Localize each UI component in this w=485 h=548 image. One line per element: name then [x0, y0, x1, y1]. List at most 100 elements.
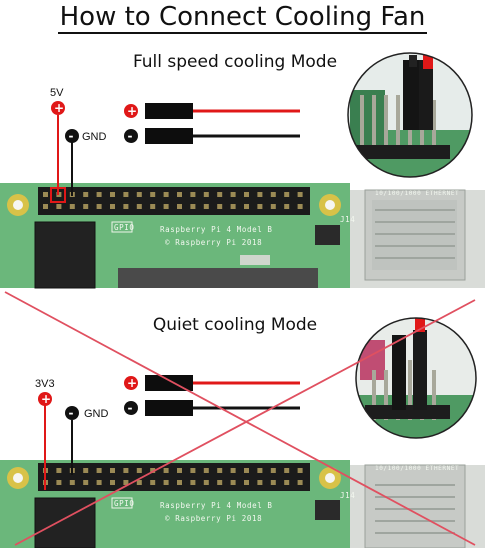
power-pin-5v-marker: 5V +: [50, 87, 65, 115]
board-tag-j14: J14: [340, 491, 355, 500]
gpio-pin: [163, 468, 169, 473]
minus-symbol: -: [69, 406, 74, 420]
jumper-wires-top: [50, 115, 73, 203]
gpio-pin: [284, 192, 290, 197]
gpio-pin: [56, 204, 62, 209]
minus-symbol: -: [128, 129, 133, 143]
gpio-pin: [244, 468, 249, 473]
gpio-silkscreen-label: GPIO: [114, 499, 134, 508]
power-pin-label: 5V: [50, 87, 64, 99]
gpio-pin: [177, 192, 182, 197]
board-copyright-label: © Raspberry Pi 2018: [165, 238, 262, 247]
gpio-pin: [230, 204, 236, 209]
plus-icon: [38, 392, 52, 406]
gpio-silkscreen-label: GPIO: [114, 223, 134, 232]
gpio-pin: [96, 468, 102, 473]
board-model-label: Raspberry Pi 4 Model B: [160, 501, 273, 510]
connector-closeup-photo-bottom: [355, 317, 477, 439]
gpio-pin: [244, 192, 249, 197]
minus-icon: [65, 406, 79, 420]
page-title: How to Connect Cooling Fan: [0, 2, 485, 34]
gpio-pin: [257, 468, 263, 473]
gpio-pin: [177, 468, 182, 473]
gpio-pin: [150, 204, 156, 209]
minus-icon: [65, 129, 79, 143]
gpio-pin: [270, 192, 276, 197]
gpio-pin: [110, 480, 115, 485]
gpio-pin: [110, 192, 115, 197]
fan-connector-legend-bottom: + -: [124, 375, 300, 416]
gpio-pin: [96, 192, 102, 197]
gpio-pin: [163, 204, 169, 209]
gpio-pin: [270, 480, 276, 485]
raspberry-pi-board-top: GPIO Raspberry Pi 4 Model B © Raspberry …: [0, 183, 485, 289]
raspberry-pi-board-bottom: GPIO Raspberry Pi 4 Model B © Raspberry …: [0, 460, 485, 548]
gpio-pin: [284, 468, 290, 473]
gpio-pin: [203, 192, 209, 197]
fan-connector-legend-top: + -: [124, 103, 300, 144]
plus-icon: [124, 376, 138, 390]
gpio-pin: [284, 480, 290, 485]
gpio-pin: [244, 204, 249, 209]
gpio-pin: [163, 192, 169, 197]
gpio-pin: [69, 204, 75, 209]
gpio-pin: [217, 480, 223, 485]
gpio-pin: [230, 468, 236, 473]
board-copyright-label: © Raspberry Pi 2018: [165, 514, 262, 523]
gpio-pin: [136, 480, 142, 485]
gpio-pin: [43, 192, 48, 197]
gpio-pin: [83, 192, 89, 197]
gpio-pin: [217, 192, 223, 197]
gpio-pin: [257, 204, 263, 209]
gpio-pin: [43, 204, 48, 209]
gpio-pin: [110, 204, 115, 209]
ground-pin-label: GND: [84, 408, 109, 420]
ground-pin-marker: - GND: [65, 129, 107, 143]
gpio-pin: [123, 192, 129, 197]
power-pin-3v3-marker: 3V3 +: [35, 378, 55, 406]
gpio-pin: [96, 204, 102, 209]
connector-closeup-photo-top: [347, 52, 473, 178]
gpio-pin: [203, 480, 209, 485]
board-tag-ethernet: 10/100/1000 ETHERNET: [375, 190, 459, 197]
gpio-pin: [123, 468, 129, 473]
gpio-pin: [177, 480, 182, 485]
plus-symbol: +: [127, 104, 137, 118]
wrong-method-cross-icon: [4, 291, 476, 546]
board-tag-j14: J14: [340, 215, 355, 224]
minus-symbol: -: [69, 129, 74, 143]
ground-pin-marker: - GND: [65, 406, 109, 420]
gpio-pin: [190, 204, 196, 209]
page-title-text: How to Connect Cooling Fan: [57, 2, 428, 34]
gpio-pin: [150, 468, 156, 473]
gpio-pin: [257, 192, 263, 197]
gpio-pin: [230, 480, 236, 485]
gpio-pin: [110, 468, 115, 473]
gpio-pin: [284, 204, 290, 209]
gpio-pin: [297, 192, 303, 197]
minus-icon: [124, 401, 138, 415]
gpio-pin: [163, 480, 169, 485]
gpio-pin: [136, 204, 142, 209]
gpio-pin: [150, 192, 156, 197]
plus-icon: [51, 101, 65, 115]
plus-symbol: +: [54, 101, 64, 115]
gpio-pin: [257, 480, 263, 485]
gpio-pin: [190, 480, 196, 485]
gpio-pin: [83, 468, 89, 473]
gpio-pin: [230, 192, 236, 197]
gpio-pin: [297, 480, 303, 485]
gpio-pin: [244, 480, 249, 485]
gpio-pin: [203, 468, 209, 473]
gpio-pin: [297, 468, 303, 473]
gpio-pin: [123, 480, 129, 485]
ground-pin-label: GND: [82, 131, 107, 143]
plus-symbol: +: [127, 376, 137, 390]
quiet-mode-label: Quiet cooling Mode: [152, 315, 318, 335]
gpio-pin: [83, 204, 89, 209]
board-tag-ethernet: 10/100/1000 ETHERNET: [375, 465, 459, 472]
gpio-pin: [270, 468, 276, 473]
gpio-pin: [203, 204, 209, 209]
gpio-pin: [177, 204, 182, 209]
